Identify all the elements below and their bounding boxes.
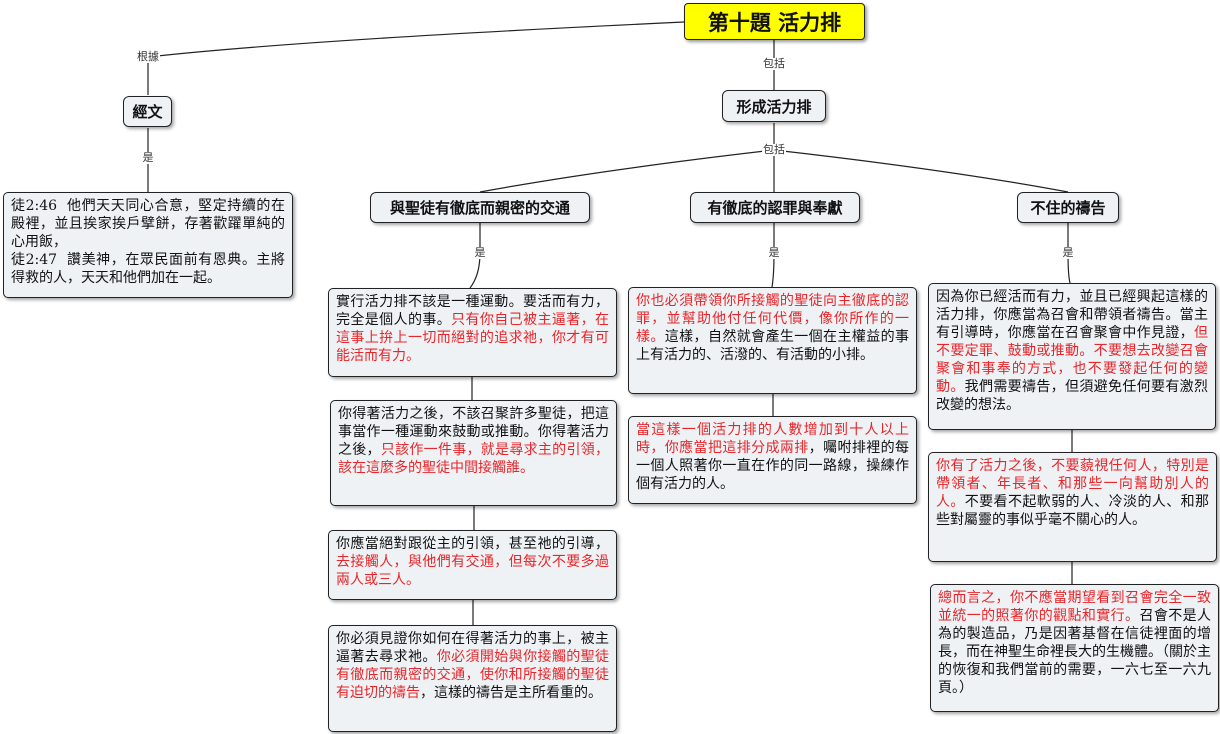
note-fellowship-2: 你得著活力之後，不該召聚許多聖徒，把這事當作一種運動來鼓動或推動。你得著活力之後… <box>330 400 617 506</box>
note-segment: 你也必須帶領你所接觸的聖徒向主徹底的認罪，並幫助他付任何代價，像你所作的一樣。 <box>636 293 909 345</box>
note-segment: 你得著活力之後，不該召聚許多聖徒，把這事當作一種運動來鼓動或推動。你得著活力之後… <box>338 406 609 458</box>
note-prayer-2: 你有了活力之後，不要藐視任何人，特別是帶領者、年長者、和那些一向幫助別人的人。不… <box>928 452 1217 562</box>
note-segment: 只該作一件事，就是尋求主的引領，該在這麼多的聖徒中間接觸誰。 <box>338 442 610 476</box>
note-confession-1: 你也必須帶領你所接觸的聖徒向主徹底的認罪，並幫助他付任何代價，像你所作的一樣。這… <box>628 287 917 394</box>
note-segment: 這樣，自然就會產生一個在主權益的事上有活力的、活潑的、有活動的小排。 <box>636 329 910 363</box>
note-segment: 只有你自己被主逼著，在這事上拚上一切而絕對的追求祂，你才有可能活而有力。 <box>336 312 610 364</box>
link-label-is-branch-2: 是 <box>767 246 781 259</box>
note-segment: 去接觸人，與他們有交通，但每次不要多過兩人或三人。 <box>336 554 609 588</box>
note-segment: ，囑咐排裡的每一個人照著你一直在作的同一路線，操練作個有活力的人。 <box>636 440 910 492</box>
note-segment: 因為你已經活而有力，並且已經興起這樣的活力排，你應當為召會和帶領者禱告。當主有引… <box>936 289 1208 341</box>
root-topic[interactable]: 第十題 活力排 <box>684 3 865 40</box>
topic-scripture[interactable]: 經文 <box>123 96 172 127</box>
note-segment: 你必須見證你如何在得著活力的事上，被主逼著去尋求祂。 <box>336 631 609 665</box>
note-segment: 實行活力排不該是一種運動。要活而有力，完全是個人的事。 <box>336 294 609 328</box>
note-segment: 你應當絕對跟從主的引領，甚至祂的引導， <box>336 536 609 552</box>
note-fellowship-1: 實行活力排不該是一種運動。要活而有力，完全是個人的事。只有你自己被主逼著，在這事… <box>328 288 617 377</box>
note-fellowship-4: 你必須見證你如何在得著活力的事上，被主逼著去尋求祂。你必須開始與你接觸的聖徒有徹… <box>328 625 617 732</box>
topic-branch-prayer[interactable]: 不住的禱告 <box>1017 192 1119 223</box>
topic-branch-fellowship[interactable]: 與聖徒有徹底而親密的交通 <box>370 192 590 223</box>
note-segment: 你有了活力之後，不要藐視任何人，特別是帶領者、年長者、和那些一向幫助別人的人。 <box>936 458 1209 510</box>
link-label-includes-2: 包括 <box>762 143 786 156</box>
note-segment: 不要看不起軟弱的人、冷淡的人、和那些對屬靈的事似乎毫不關心的人。 <box>936 494 1210 528</box>
link-label-is-branch-1: 是 <box>473 246 487 259</box>
topic-forming[interactable]: 形成活力排 <box>722 90 826 122</box>
note-confession-2: 當這樣一個活力排的人數增加到十人以上時，你應當把這排分成兩排，囑咐排裡的每一個人… <box>628 416 917 504</box>
link-label-is-scripture: 是 <box>141 151 155 164</box>
note-segment: 當這樣一個活力排的人數增加到十人以上時，你應當把這排分成兩排 <box>636 422 909 456</box>
note-segment: 但不要定罪、鼓動或推動。不要想去改變召會聚會和事奉的方式，也不要發起任何的變動。 <box>936 325 1208 395</box>
link-label-includes-1: 包括 <box>762 57 786 70</box>
note-scripture: 徒2:46 他們天天同心合意，堅定持續的在殿裡，並且挨家挨戶擘餅，存著歡躍單純的… <box>3 192 293 298</box>
note-prayer-1: 因為你已經活而有力，並且已經興起這樣的活力排，你應當為召會和帶領者禱告。當主有引… <box>928 283 1216 430</box>
note-segment: 你必須開始與你接觸的聖徒有徹底而親密的交通，使你和所接觸的聖徒有迫切的禱告 <box>336 649 610 701</box>
topic-branch-confession[interactable]: 有徹底的認罪與奉獻 <box>690 192 860 223</box>
note-segment: 召會不是人為的製造品，乃是因著基督在信徒裡面的增長，而在神聖生命裡長大的生機體。… <box>938 608 1212 696</box>
note-segment: 總而言之，你不應當期望看到召會完全一致並統一的照著你的觀點和實行。 <box>938 590 1211 624</box>
note-segment: ，這樣的禱告是主所看重的。 <box>420 685 602 701</box>
note-segment: 我們需要禱告，但須避免任何要有激烈改變的想法。 <box>936 379 1209 413</box>
link-label-basis: 根據 <box>136 50 160 63</box>
note-fellowship-3: 你應當絕對跟從主的引領，甚至祂的引導， 去接觸人，與他們有交通，但每次不要多過兩人… <box>328 530 617 600</box>
link-label-is-branch-3: 是 <box>1061 246 1075 259</box>
note-prayer-3: 總而言之，你不應當期望看到召會完全一致並統一的照著你的觀點和實行。召會不是人為的… <box>930 584 1219 712</box>
